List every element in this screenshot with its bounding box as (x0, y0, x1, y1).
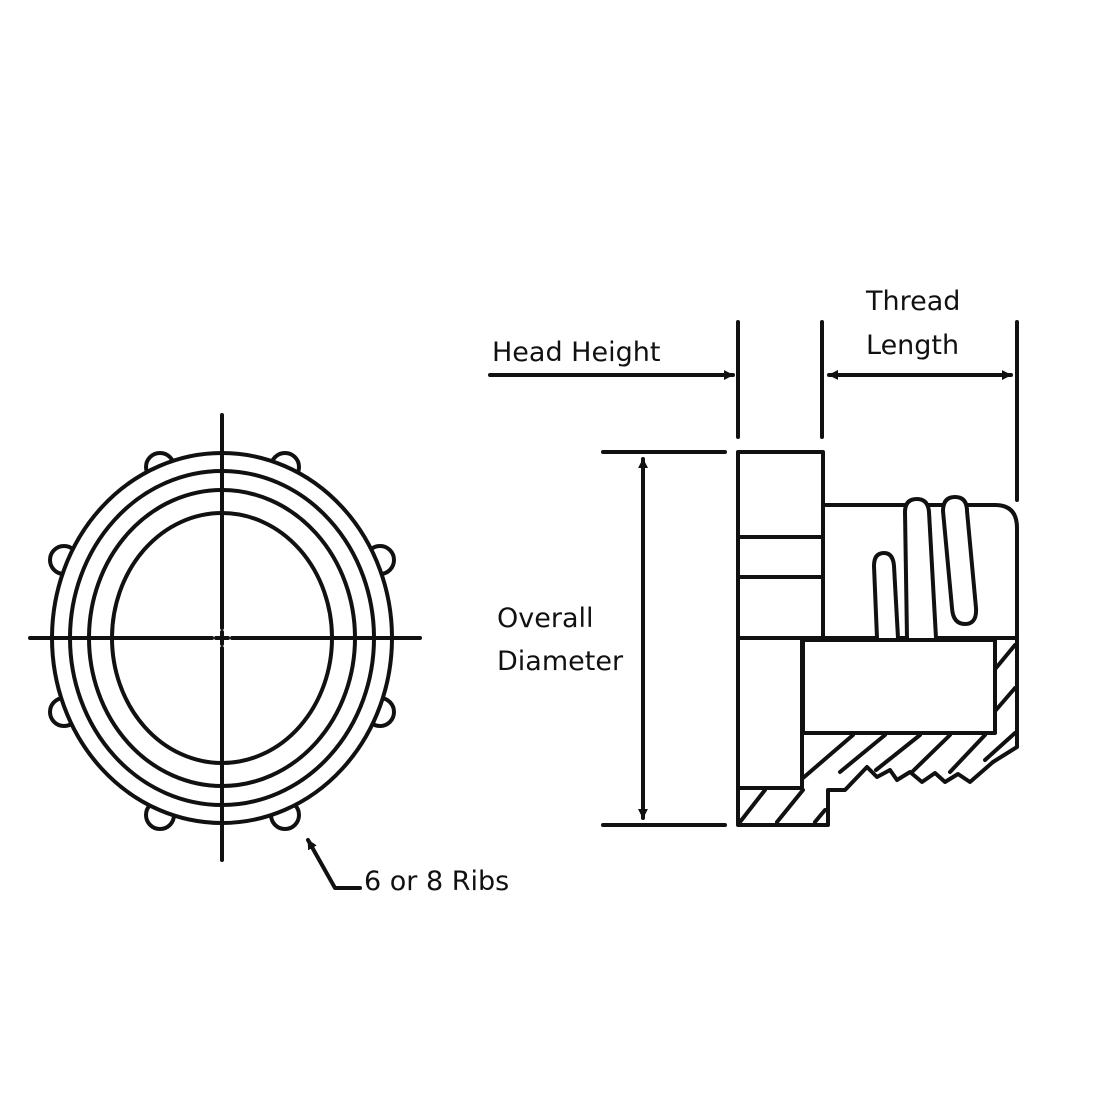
head (736, 450, 825, 640)
thread-ridges (872, 495, 979, 640)
ribs-label: 6 or 8 Ribs (364, 866, 510, 897)
dimension-lines (488, 320, 1019, 827)
bore (801, 638, 997, 735)
thread-length-label-1: Thread (866, 286, 961, 317)
overall-diameter-label-1: Overall (497, 603, 594, 634)
ribs-leader-arrow (306, 838, 362, 890)
hatching (738, 643, 1017, 824)
head-height-label: Head Height (492, 337, 661, 368)
front-view (28, 413, 422, 890)
overall-diameter-label-2: Diameter (497, 646, 624, 677)
side-view (736, 450, 1019, 827)
thread-length-label-2: Length (866, 330, 960, 361)
